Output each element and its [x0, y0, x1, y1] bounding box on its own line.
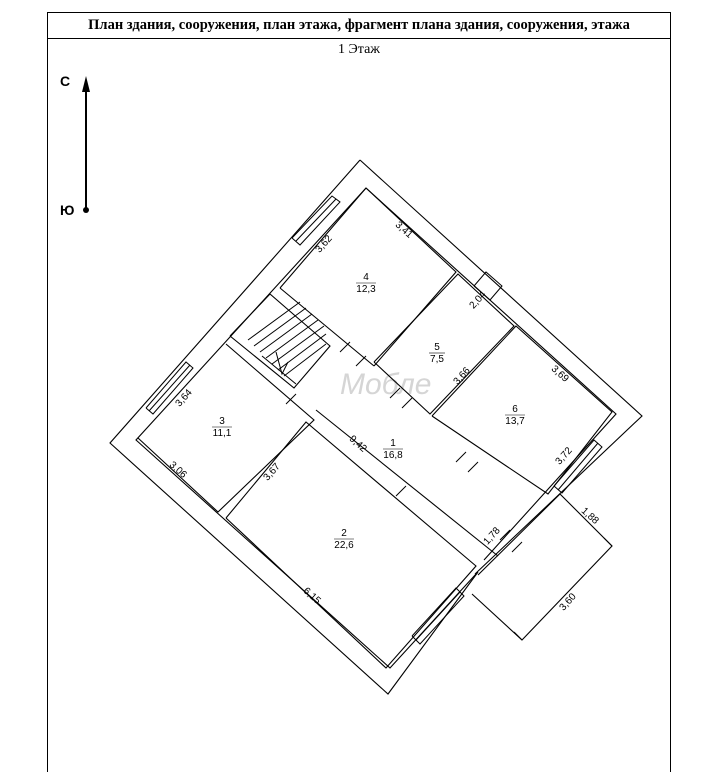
room-1-area: 16,8 [383, 450, 403, 461]
window [553, 439, 603, 494]
south-dot-icon [83, 207, 89, 213]
compass: С Ю [60, 73, 90, 218]
compass-south-label: Ю [60, 202, 74, 218]
compass-north-label: С [60, 73, 70, 89]
room-6-area: 13,7 [505, 416, 525, 427]
window [473, 271, 503, 301]
room-5-number: 5 [434, 342, 440, 353]
dimension-labels: 3,62 3,41 2,04 3,66 3,69 3,72 3,64 3,06 … [167, 220, 601, 614]
room-2-walls [225, 421, 477, 669]
room-3-number: 3 [219, 416, 225, 427]
door [499, 529, 511, 541]
windows [145, 195, 603, 645]
stair-arrow-icon [275, 351, 289, 376]
corridor-wall [315, 409, 499, 557]
inner-wall-east [365, 187, 617, 561]
outer-wall-east [359, 159, 643, 575]
door [355, 355, 367, 367]
dimension: 9,42 [347, 434, 369, 455]
dimension: 3,69 [549, 364, 571, 385]
stairs [247, 301, 327, 385]
plan-sheet: План здания, сооружения, план этажа, фра… [47, 12, 671, 772]
dimension: 3,41 [393, 220, 415, 241]
room-2-number: 2 [341, 528, 347, 539]
room-6-walls [431, 325, 613, 495]
room-5-area: 7,5 [430, 354, 444, 365]
window [145, 361, 194, 415]
room-4-number: 4 [363, 272, 369, 283]
window [291, 195, 341, 246]
dimension: 3,62 [314, 233, 335, 255]
room-4-south-wall [279, 287, 375, 367]
room-2-area: 22,6 [334, 540, 354, 551]
dimension: 3,64 [174, 387, 195, 409]
door [389, 387, 401, 399]
door [401, 397, 413, 409]
room-3-area: 11,1 [213, 428, 232, 439]
door [339, 341, 351, 353]
north-arrow-icon [82, 76, 90, 92]
sheet-title: План здания, сооружения, план этажа, фра… [48, 13, 670, 39]
door [285, 393, 297, 405]
window [411, 587, 465, 645]
stair-box [229, 293, 331, 389]
porch-step [603, 537, 613, 547]
dimension: 3,67 [262, 461, 283, 483]
dimension: 1,78 [482, 525, 503, 547]
room-1-number: 1 [390, 438, 396, 449]
dimension: 6,15 [301, 586, 323, 607]
door [467, 461, 479, 473]
room-5-walls [373, 273, 515, 415]
door [511, 541, 523, 553]
door [455, 451, 467, 463]
room-4-area: 12,3 [356, 284, 376, 295]
walls [109, 159, 643, 695]
floor-label: 1 Этаж [338, 42, 380, 57]
dimension: 3,60 [558, 591, 579, 613]
porch-step [513, 631, 523, 641]
outer-wall-west [109, 159, 479, 695]
room-3-walls [137, 343, 315, 513]
room-6-number: 6 [512, 404, 518, 415]
room-labels: 4 12,3 5 7,5 6 13,7 3 11,1 1 16,8 2 22,6 [212, 272, 525, 551]
door [395, 485, 407, 497]
